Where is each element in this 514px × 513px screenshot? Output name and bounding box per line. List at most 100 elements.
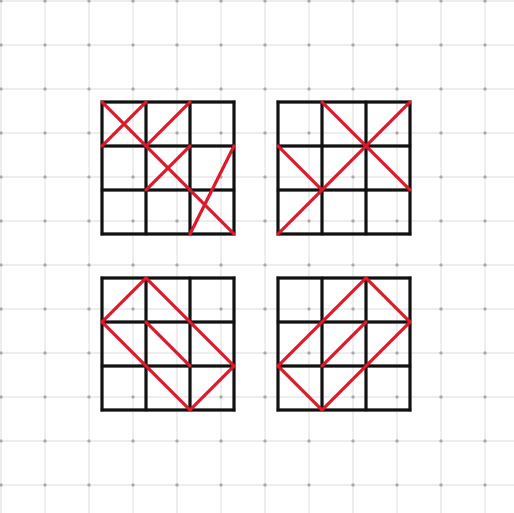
bg-grid-dot [87, 439, 91, 443]
bg-grid-dot [87, 263, 91, 267]
red-diagonal-line [144, 276, 236, 368]
bg-grid-dot [483, 439, 487, 443]
bg-grid-dot [483, 263, 487, 267]
bg-grid-dot [439, 87, 443, 91]
bg-grid-dot [263, 43, 267, 47]
red-diagonal-line [320, 100, 412, 192]
bg-grid-dot [483, 175, 487, 179]
bg-grid-dot [0, 351, 3, 355]
bg-grid-dot [0, 219, 3, 223]
bg-grid-dot [351, 307, 355, 311]
bg-grid-dot [439, 307, 443, 311]
bg-grid-dot [175, 0, 179, 3]
bg-grid-dot [351, 483, 355, 487]
bg-grid-dot [263, 351, 267, 355]
bg-grid-dot [395, 43, 399, 47]
bg-grid-dot [131, 175, 135, 179]
bg-grid-dot [263, 219, 267, 223]
bg-grid-dot [395, 439, 399, 443]
bg-grid-dot [351, 43, 355, 47]
bg-grid-dot [0, 439, 3, 443]
bg-grid-dot [263, 175, 267, 179]
bg-grid-dot [395, 483, 399, 487]
bg-grid-dot [263, 87, 267, 91]
bg-grid-dot [219, 43, 223, 47]
bg-grid-dot [219, 0, 223, 3]
bg-grid-dot [395, 263, 399, 267]
bg-grid-dot [219, 307, 223, 311]
bg-grid-dot [131, 0, 135, 3]
bg-grid-dot [395, 395, 399, 399]
bg-grid-dot [263, 483, 267, 487]
bg-grid-dot [219, 483, 223, 487]
bg-grid-dot [263, 439, 267, 443]
red-diagonal-line [276, 276, 368, 368]
bg-grid-dot [483, 0, 487, 3]
bg-grid-dot [0, 395, 3, 399]
red-diagonal-line [188, 188, 236, 236]
bg-grid-dot [43, 175, 47, 179]
bg-grid-dot [0, 131, 3, 135]
bg-grid-dot [43, 483, 47, 487]
bg-grid-dot [0, 307, 3, 311]
bg-grid-dot [483, 131, 487, 135]
bg-grid-dot [351, 87, 355, 91]
board-bottom-right [276, 276, 412, 412]
red-diagonal-line [320, 320, 368, 368]
bg-grid-dot [395, 131, 399, 135]
bg-grid-dot [43, 131, 47, 135]
bg-grid-dot [43, 263, 47, 267]
bg-grid-dot [43, 43, 47, 47]
bg-grid-dot [219, 263, 223, 267]
bg-grid-dot [87, 87, 91, 91]
bg-grid-dot [43, 219, 47, 223]
bg-grid-dot [483, 395, 487, 399]
red-diagonal-line [276, 100, 412, 236]
bg-grid-dot [131, 395, 135, 399]
bg-grid-dot [395, 0, 399, 3]
bg-grid-dot [219, 87, 223, 91]
bg-grid-dot [439, 43, 443, 47]
bg-grid-dot [219, 395, 223, 399]
red-diagonal-line [100, 100, 148, 148]
red-diagonal-line [188, 364, 236, 412]
bg-grid-dot [307, 263, 311, 267]
bg-grid-dot [439, 483, 443, 487]
red-diagonal-line [188, 144, 236, 236]
bg-grid-dot [175, 131, 179, 135]
bg-grid-dot [439, 263, 443, 267]
bg-grid-dot [483, 307, 487, 311]
bg-grid-dot [483, 43, 487, 47]
bg-grid-dot [87, 483, 91, 487]
bg-grid-dot [395, 351, 399, 355]
red-diagonal-line [144, 144, 192, 192]
bg-grid-dot [395, 219, 399, 223]
bg-grid-dot [43, 0, 47, 3]
bg-grid-dot [307, 43, 311, 47]
bg-grid-dot [131, 219, 135, 223]
bg-grid-dot [87, 0, 91, 3]
bg-grid-dot [439, 131, 443, 135]
bg-grid-dot [175, 483, 179, 487]
red-diagonal-line [320, 320, 412, 412]
bg-grid-dot [0, 0, 3, 3]
bg-grid-dot [175, 263, 179, 267]
bg-grid-dot [43, 307, 47, 311]
bg-grid-dot [131, 483, 135, 487]
bg-grid-dot [87, 175, 91, 179]
red-diagonal-line [144, 100, 192, 148]
bg-grid-dot [263, 131, 267, 135]
bg-grid-dot [0, 87, 3, 91]
board-bottom-left [100, 276, 236, 412]
bg-grid-dot [175, 43, 179, 47]
bg-grid-dot [351, 439, 355, 443]
puzzle-boards [100, 100, 412, 412]
bg-grid-dot [483, 351, 487, 355]
bg-grid-dot [351, 175, 355, 179]
bg-grid-dot [175, 439, 179, 443]
bg-grid-dot [439, 439, 443, 443]
bg-grid-dot [351, 263, 355, 267]
bg-grid-dot [131, 263, 135, 267]
